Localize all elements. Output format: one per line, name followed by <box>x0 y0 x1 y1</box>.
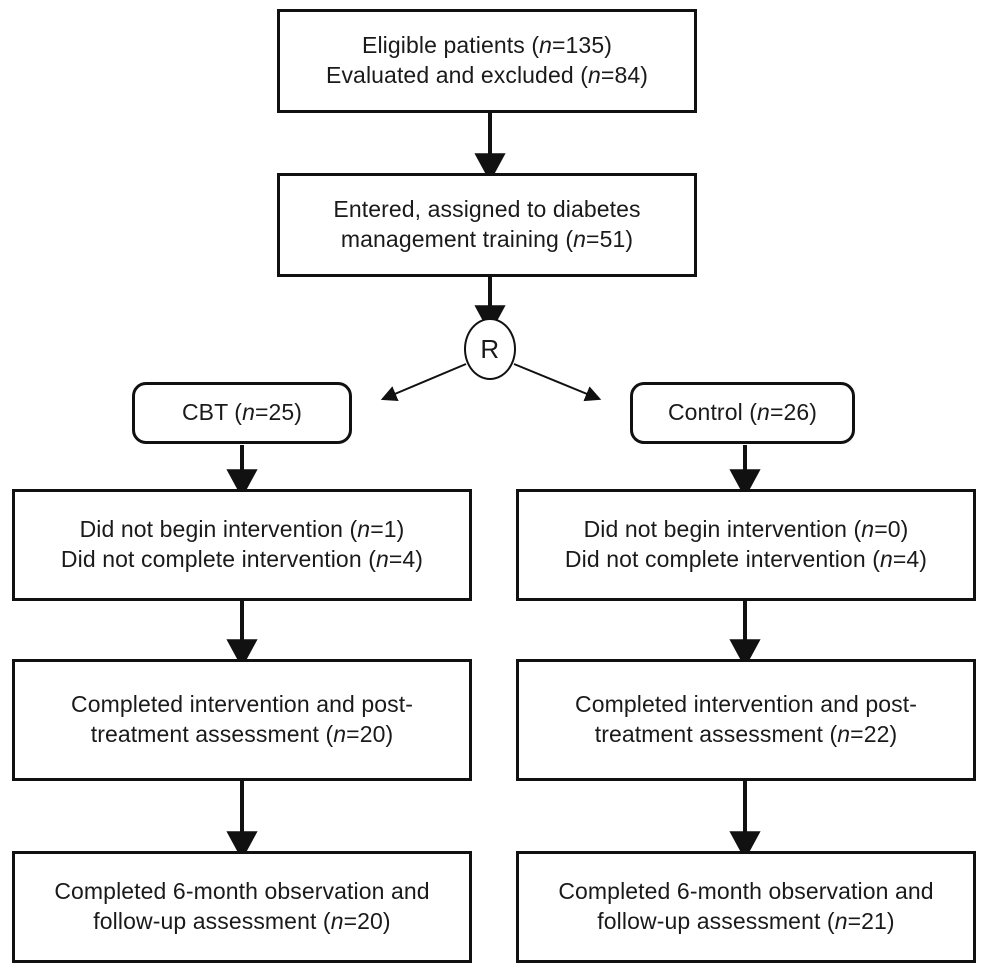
node-control-followup-line-1: Completed 6-month observation and <box>558 878 934 905</box>
node-cbt-completed-intervention: Completed intervention and post- treatme… <box>12 659 472 781</box>
node-cbt-completed-line-1: Completed intervention and post- <box>70 691 413 718</box>
node-control-completed-intervention: Completed intervention and post- treatme… <box>516 659 976 781</box>
node-cbt-dropout-line-2: Did not complete intervention (n=4) <box>60 546 424 572</box>
node-eligible-patients: Eligible patients (n=135) Evaluated and … <box>277 9 697 113</box>
connector-randomization-to-control <box>513 363 602 402</box>
node-cbt-arm: CBT (n=25) <box>132 382 352 444</box>
node-control-completed-line-1: Completed intervention and post- <box>574 691 917 718</box>
node-control-dropout-line-2: Did not complete intervention (n=4) <box>564 546 928 572</box>
node-entered-line-2: management training (n=51) <box>340 226 634 252</box>
node-cbt-dropout: Did not begin intervention (n=1) Did not… <box>12 489 472 601</box>
node-cbt-arm-label: CBT (n=25) <box>181 399 303 426</box>
node-eligible-line-1: Eligible patients (n=135) <box>362 32 612 59</box>
node-eligible-line-2: Evaluated and excluded (n=84) <box>326 62 648 88</box>
node-entered-assigned: Entered, assigned to diabetes management… <box>277 173 697 277</box>
node-cbt-followup: Completed 6-month observation and follow… <box>12 851 472 963</box>
node-cbt-dropout-line-1: Did not begin intervention (n=1) <box>79 516 405 543</box>
node-control-dropout-line-1: Did not begin intervention (n=0) <box>583 516 909 543</box>
node-control-followup: Completed 6-month observation and follow… <box>516 851 976 963</box>
node-control-arm: Control (n=26) <box>630 382 855 444</box>
randomization-label: R <box>480 333 500 364</box>
node-cbt-followup-line-1: Completed 6-month observation and <box>54 878 430 905</box>
node-entered-line-1: Entered, assigned to diabetes <box>333 196 641 223</box>
node-cbt-completed-line-2: treatment assessment (n=20) <box>90 721 394 747</box>
randomization-node: R <box>464 318 516 380</box>
node-control-arm-label: Control (n=26) <box>667 399 818 426</box>
node-cbt-followup-line-2: follow-up assessment (n=20) <box>93 908 391 934</box>
node-control-followup-line-2: follow-up assessment (n=21) <box>597 908 895 934</box>
node-control-completed-line-2: treatment assessment (n=22) <box>594 721 898 747</box>
connector-randomization-to-cbt <box>380 363 467 402</box>
node-control-dropout: Did not begin intervention (n=0) Did not… <box>516 489 976 601</box>
